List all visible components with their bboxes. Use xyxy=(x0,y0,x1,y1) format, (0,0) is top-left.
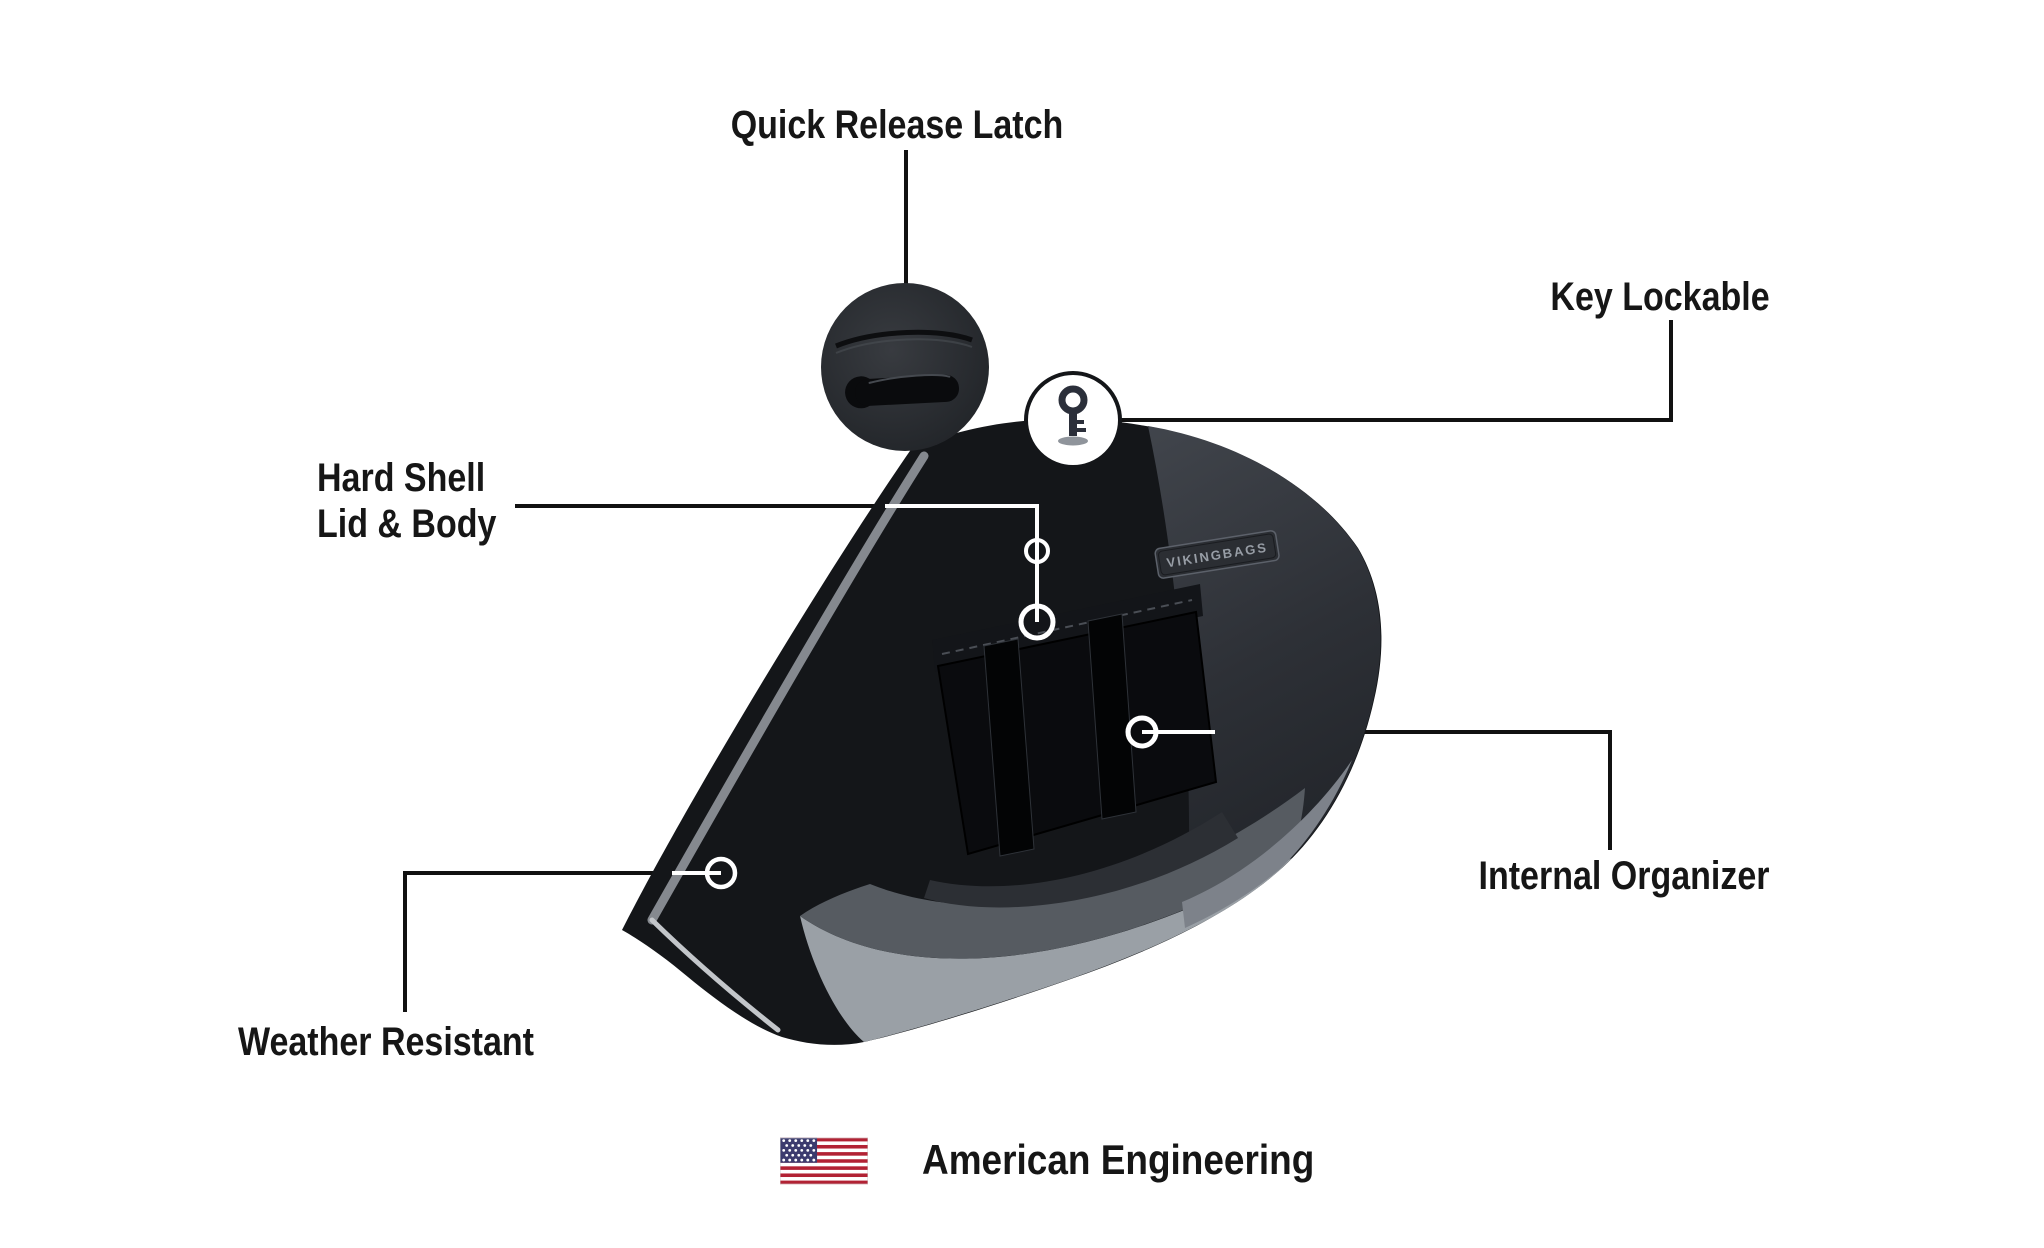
callout-label-hard-shell-line1: Hard Shell xyxy=(317,456,486,500)
connector-hard-shell-light xyxy=(885,504,1039,622)
latch-lid-seam xyxy=(835,329,973,349)
connector-weather-resistant xyxy=(403,871,672,1012)
latch-inset xyxy=(821,283,989,451)
saddlebag xyxy=(622,418,1382,1045)
us-flag-icon xyxy=(780,1132,868,1190)
callout-label-weather-resistant: Weather Resistant xyxy=(237,1020,535,1064)
accent-stripe xyxy=(647,451,929,925)
callout-point-hard-shell-large xyxy=(1018,603,1056,641)
footer-tagline: American Engineering xyxy=(922,1136,1315,1183)
callout-point-weather-resistant xyxy=(704,856,738,890)
key-icon xyxy=(1058,385,1088,446)
saddlebag-bottom-highlight xyxy=(800,858,1292,1042)
lid-stitching xyxy=(941,599,1193,655)
latch-icon xyxy=(845,374,959,409)
callout-label-internal-organizer: Internal Organizer xyxy=(1478,854,1770,898)
callout-point-internal-organizer xyxy=(1125,715,1159,749)
saddlebag-bottom-shade xyxy=(800,788,1305,959)
callout-label-hard-shell: Hard Shell Lid & Body xyxy=(317,455,496,547)
callout-label-quick-release-latch: Quick Release Latch xyxy=(730,103,1064,147)
latch-lid-seam-highlight xyxy=(835,338,973,354)
saddlebag-side-panel-light xyxy=(1182,760,1352,928)
pocket-strap-right xyxy=(1087,613,1137,820)
saddlebag-under-pocket-shade xyxy=(924,812,1238,908)
callout-point-hard-shell-small xyxy=(1024,538,1050,564)
pocket-strap-left xyxy=(983,638,1035,857)
callout-label-key-lockable: Key Lockable xyxy=(1550,275,1770,319)
connector-key-lockable xyxy=(1121,320,1673,422)
accent-stripe-tail xyxy=(649,917,781,1033)
callout-label-hard-shell-line2: Lid & Body xyxy=(317,502,497,546)
key-inset xyxy=(1024,371,1122,469)
callout-points xyxy=(704,538,1159,890)
